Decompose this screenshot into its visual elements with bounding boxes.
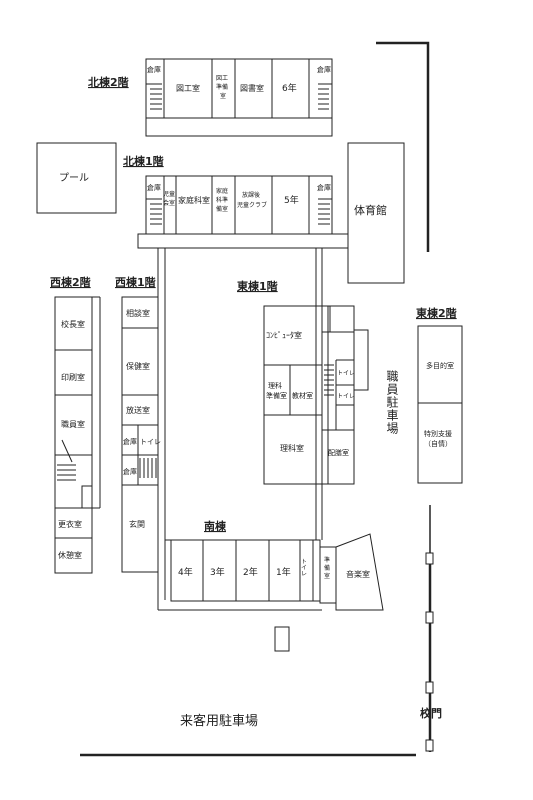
room-label: 倉庫 bbox=[317, 183, 331, 192]
stairs-icon bbox=[318, 198, 332, 225]
room-label: 配膳室 bbox=[328, 448, 349, 457]
room-label: トイレ bbox=[300, 558, 307, 576]
room-label: 相談室 bbox=[126, 308, 150, 318]
room-label: 放送室 bbox=[126, 405, 150, 415]
north2-title: 北棟2階 bbox=[88, 75, 129, 89]
room-label: 特別支援 bbox=[424, 429, 452, 438]
room-label: 多目的室 bbox=[426, 361, 454, 370]
room-label: トイレ bbox=[337, 393, 355, 400]
stairs-icon bbox=[146, 198, 162, 225]
room-label: 保健室 bbox=[126, 361, 150, 371]
music-room-outline bbox=[335, 533, 384, 611]
room-label: 5年 bbox=[284, 194, 299, 206]
school-gate-label: 校門 bbox=[420, 706, 442, 720]
east1-title: 東棟1階 bbox=[237, 279, 278, 293]
north2-building bbox=[145, 58, 333, 137]
room-label: トイレ bbox=[140, 438, 161, 446]
room-label: 準備室 bbox=[266, 391, 287, 400]
north1-title: 北棟1階 bbox=[123, 154, 164, 168]
room-label: 室 bbox=[324, 572, 330, 580]
room-label: 音楽室 bbox=[346, 569, 370, 579]
room-label: 印刷室 bbox=[61, 372, 85, 382]
east2-building bbox=[417, 325, 463, 484]
room-label: 4年 bbox=[178, 566, 193, 578]
room-label: 1年 bbox=[276, 566, 291, 578]
room-label: トイレ bbox=[337, 370, 355, 377]
room-label: 会室 bbox=[163, 199, 175, 207]
room-label: 放課後 bbox=[242, 191, 260, 199]
room-label: 休憩室 bbox=[58, 550, 82, 560]
room-label: 倉庫 bbox=[123, 467, 137, 476]
room-label: 玄関 bbox=[129, 519, 145, 529]
east1-annex bbox=[321, 305, 355, 485]
room-label: 更衣室 bbox=[58, 519, 82, 529]
room-label: 職員室 bbox=[61, 419, 85, 429]
room-label: 備 bbox=[324, 564, 330, 572]
west2-title: 西棟2階 bbox=[50, 275, 91, 289]
south-title: 南棟 bbox=[204, 519, 227, 533]
room-label: 科準 bbox=[216, 196, 228, 204]
west1-building bbox=[121, 296, 159, 573]
room-label: （自情） bbox=[424, 439, 452, 448]
pool-area bbox=[36, 142, 117, 214]
pool-label: プール bbox=[59, 172, 89, 184]
west1-title: 西棟1階 bbox=[115, 275, 156, 289]
room-label: 準備 bbox=[216, 83, 228, 91]
room-label: 倉庫 bbox=[147, 65, 161, 74]
room-label: 校長室 bbox=[61, 319, 85, 329]
west2-building bbox=[54, 296, 93, 574]
north-corridor bbox=[137, 233, 349, 249]
room-label: 児童 bbox=[163, 190, 175, 198]
room-label: 家庭 bbox=[216, 187, 228, 195]
gate-posts bbox=[425, 552, 434, 752]
stairs-icon bbox=[139, 458, 157, 478]
staff-parking-label: 職員駐車場 bbox=[385, 370, 399, 435]
room-label: 室 bbox=[220, 92, 226, 100]
room-label: 家庭科室 bbox=[178, 195, 210, 205]
room-label: 備室 bbox=[216, 205, 228, 213]
room-label: 3年 bbox=[210, 566, 225, 578]
room-label: 児童クラブ bbox=[237, 201, 267, 209]
site-boundary bbox=[376, 41, 430, 252]
room-label: 教材室 bbox=[292, 391, 313, 400]
room-label: 準 bbox=[324, 556, 330, 564]
room-label: 倉庫 bbox=[317, 65, 331, 74]
room-label: 図書室 bbox=[240, 83, 264, 93]
room-label: 図工室 bbox=[176, 83, 200, 93]
stairs-icon bbox=[57, 439, 76, 481]
room-label: 倉庫 bbox=[123, 437, 137, 446]
room-label: 倉庫 bbox=[147, 183, 161, 192]
room-label: ｺﾝﾋﾟｭｰﾀ室 bbox=[266, 330, 302, 340]
stairs-icon bbox=[318, 83, 332, 110]
room-label: 理科室 bbox=[280, 443, 304, 453]
stairs-icon bbox=[324, 364, 334, 396]
east2-title: 東棟2階 bbox=[416, 306, 457, 320]
room-label: 2年 bbox=[243, 566, 258, 578]
monument bbox=[274, 626, 290, 652]
gym-label: 体育館 bbox=[354, 203, 387, 217]
room-label: 6年 bbox=[282, 82, 297, 94]
room-label: 理科 bbox=[268, 381, 282, 390]
gym-building bbox=[347, 142, 405, 284]
room-label: 図工 bbox=[216, 75, 228, 82]
visitor-parking-label: 来客用駐車場 bbox=[180, 713, 258, 729]
stairs-icon bbox=[146, 83, 162, 110]
